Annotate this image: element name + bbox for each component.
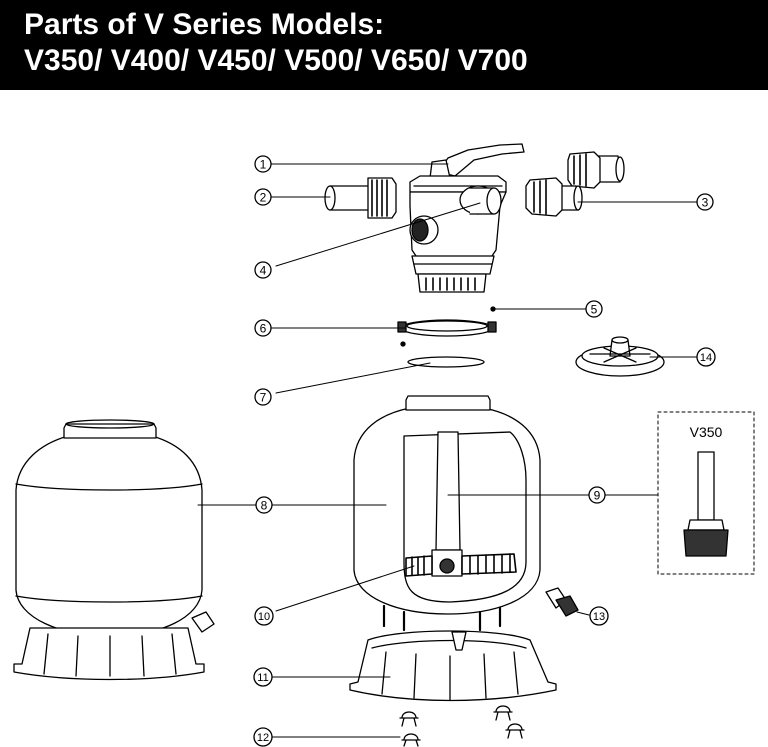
drain-plug <box>545 587 579 617</box>
union-connector-right-lower <box>525 177 583 217</box>
filter-tank-exterior <box>13 419 215 681</box>
callout-number: 12 <box>257 732 269 744</box>
diffuser <box>575 336 665 377</box>
callout-5 <box>585 300 603 318</box>
callout-number: 1 <box>260 158 267 172</box>
o-ring-dot <box>400 341 406 347</box>
union-connector-right-upper <box>567 151 625 189</box>
callout-2 <box>254 188 272 206</box>
callout-number: 8 <box>261 499 268 513</box>
title-banner: Parts of V Series Models: V350/ V400/ V4… <box>0 0 768 90</box>
title-line-1: Parts of V Series Models: <box>24 8 385 41</box>
callout-number: 13 <box>593 611 605 623</box>
v350-inset: V350 <box>657 411 755 575</box>
callout-12 <box>253 727 273 747</box>
callout-number: 3 <box>702 196 709 210</box>
callout-4 <box>254 261 272 279</box>
callout-number: 2 <box>260 191 267 205</box>
callout-7 <box>254 388 272 406</box>
clamp-ring <box>397 319 497 337</box>
multiport-valve <box>409 143 525 293</box>
callout-8 <box>255 496 273 514</box>
union-connector-left <box>324 177 397 219</box>
leader-lines <box>197 163 698 738</box>
callout-14 <box>696 347 716 367</box>
callout-number: 4 <box>260 264 267 278</box>
callout-number: 7 <box>260 391 267 405</box>
callout-11 <box>253 667 273 687</box>
callout-number: 14 <box>700 352 712 364</box>
filter-tank-cutaway <box>353 395 541 632</box>
base-clips <box>399 705 525 747</box>
callout-10 <box>254 606 274 626</box>
callout-3 <box>696 193 714 211</box>
gasket <box>407 356 485 368</box>
inset-label: V350 <box>690 424 723 440</box>
title-line-2: V350/ V400/ V450/ V500/ V650/ V700 <box>24 44 528 77</box>
callouts: 1 2 3 4 5 6 7 8 9 10 11 12 13 14 <box>253 155 716 747</box>
callout-number: 6 <box>260 322 267 336</box>
callout-number: 10 <box>258 611 270 623</box>
filter-base <box>349 630 557 702</box>
callout-number: 11 <box>257 672 268 684</box>
callout-13 <box>589 606 609 626</box>
callout-9 <box>588 486 606 504</box>
callout-6 <box>254 319 272 337</box>
callout-number: 5 <box>591 303 598 317</box>
callout-number: 9 <box>594 489 601 503</box>
callout-1 <box>254 155 272 173</box>
